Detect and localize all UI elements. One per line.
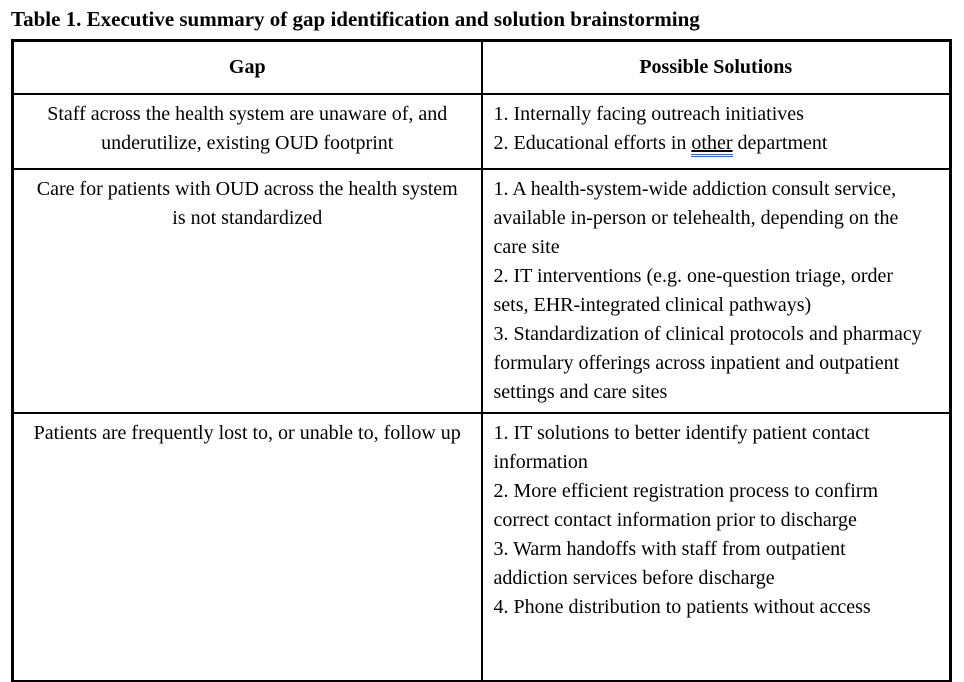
table-row: Care for patients with OUD across the he… [11, 168, 952, 414]
table-row: Patients are frequently lost to, or unab… [11, 412, 952, 682]
solutions-cell: 1. Internally facing outreach initiative… [480, 93, 952, 170]
gap-cell: Staff across the health system are unawa… [11, 93, 483, 170]
gap-cell: Care for patients with OUD across the he… [11, 168, 483, 414]
solution-item: 2. Educational efforts in other departme… [494, 129, 924, 158]
solution-item: 1. IT solutions to better identify patie… [493, 422, 870, 473]
solution-item: 3. Warm handoffs with staff from outpati… [493, 538, 846, 589]
solution-item: 2. IT interventions (e.g. one-question t… [493, 265, 894, 316]
solution-item: 4. Phone distribution to patients withou… [493, 596, 871, 618]
gap-solutions-table: Gap Possible Solutions Staff across the … [11, 39, 952, 682]
solution-text-after: department [732, 132, 828, 154]
column-header-possible-solutions: Possible Solutions [480, 39, 952, 95]
solution-text-before: 2. Educational efforts in [493, 132, 692, 154]
solution-item: 1. A health-system-wide addiction consul… [493, 178, 899, 258]
solutions-cell: 1. IT solutions to better identify patie… [480, 412, 952, 682]
gap-cell: Patients are frequently lost to, or unab… [11, 412, 483, 682]
table-header-row: Gap Possible Solutions [11, 39, 952, 95]
grammar-underlined-word: other [691, 132, 733, 157]
table-row: Staff across the health system are unawa… [11, 93, 952, 170]
solution-item: 2. More efficient registration process t… [493, 480, 879, 531]
column-header-gap: Gap [11, 39, 483, 95]
solution-item: 1. Internally facing outreach initiative… [493, 103, 804, 125]
table-caption: Table 1. Executive summary of gap identi… [11, 7, 700, 31]
solutions-cell: 1. A health-system-wide addiction consul… [480, 168, 952, 414]
solution-item: 3. Standardization of clinical protocols… [493, 323, 922, 403]
